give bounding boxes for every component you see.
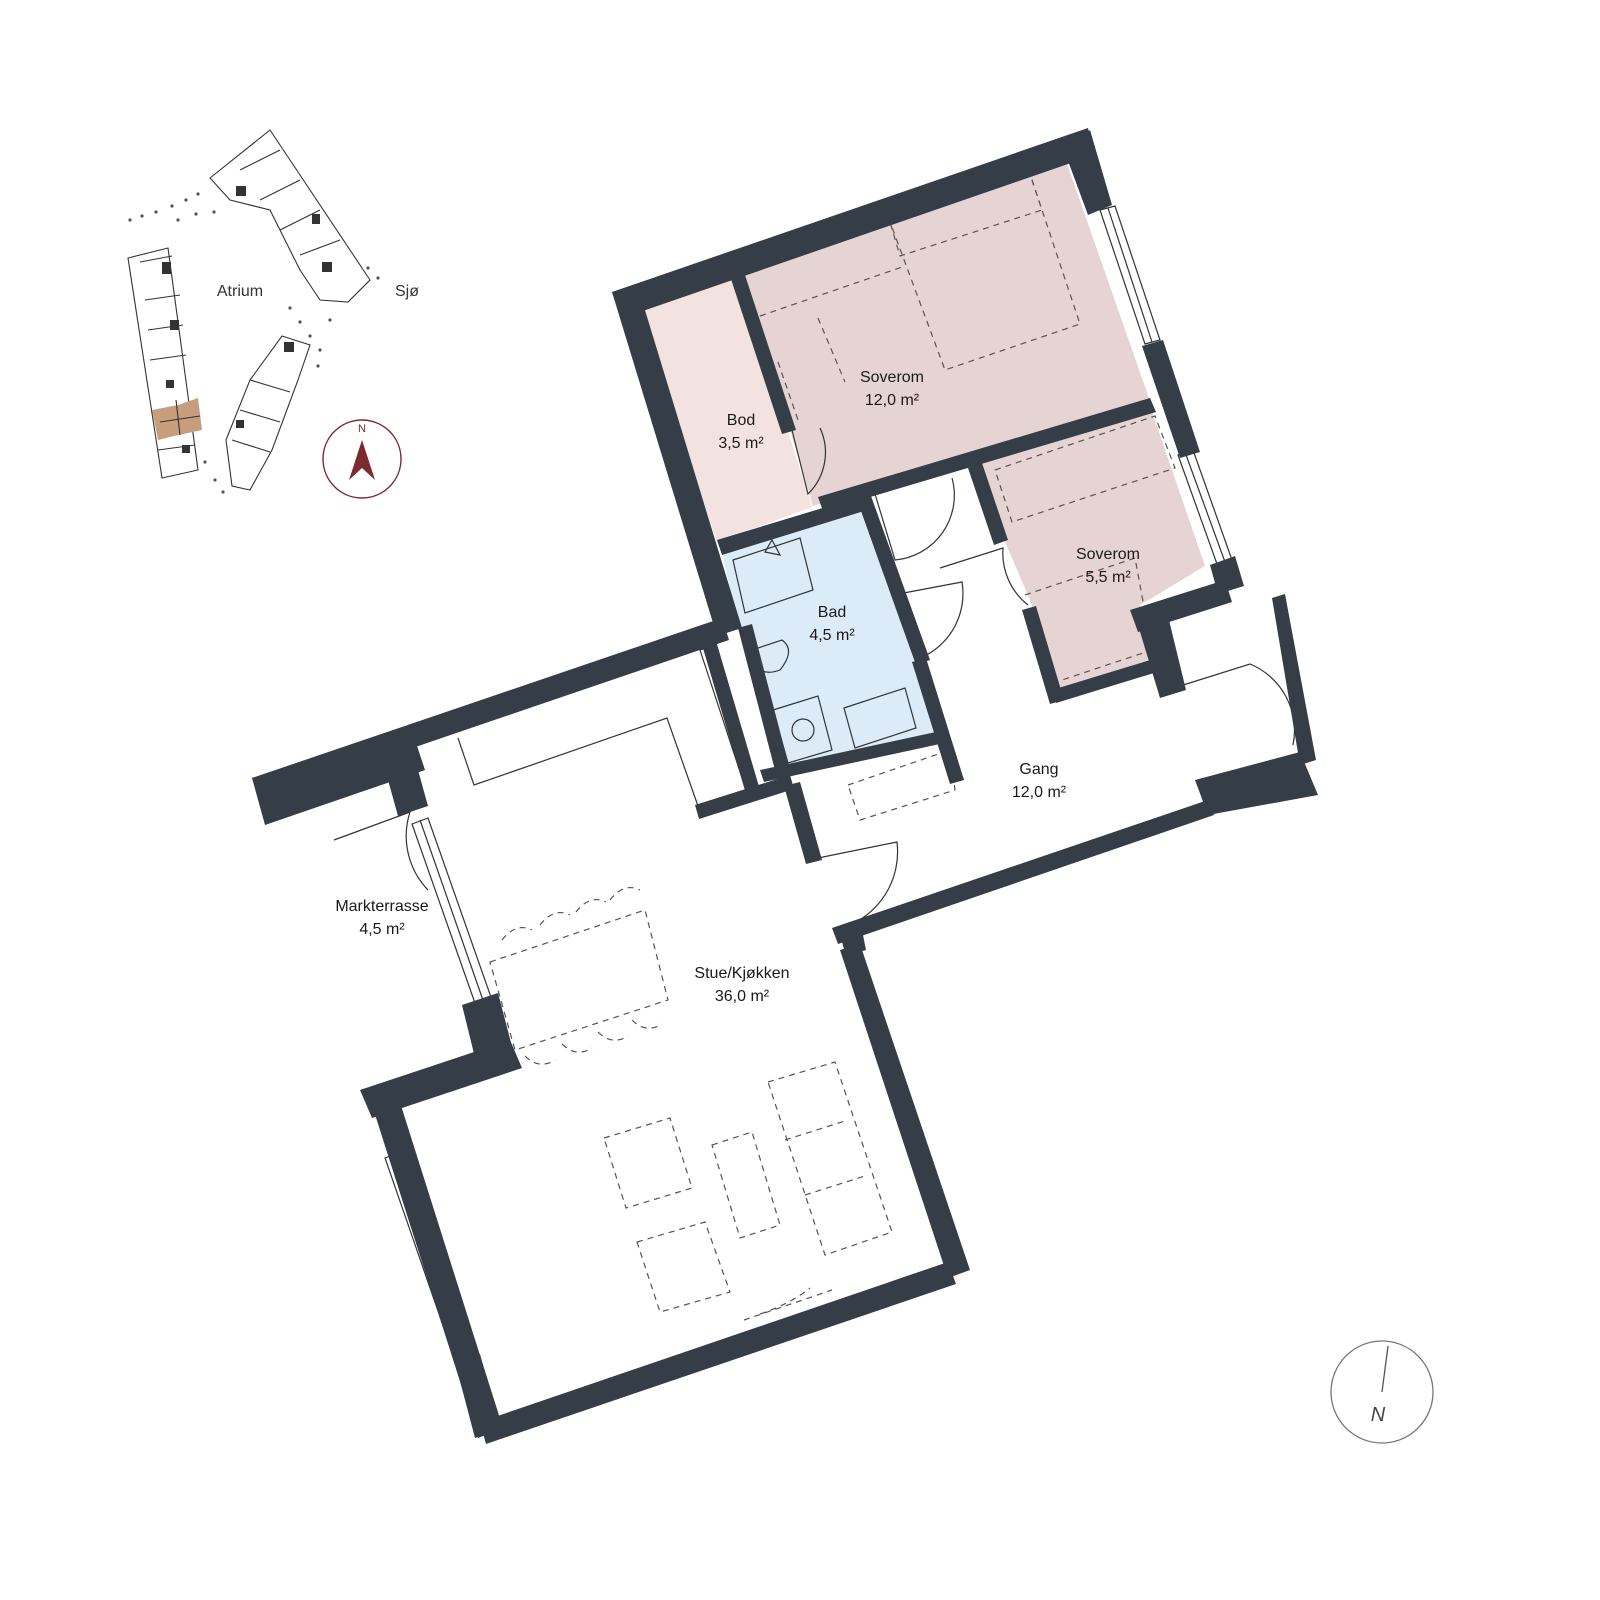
tv-unit [743, 1289, 833, 1321]
room-label-soverom-main: Soverom [860, 369, 924, 386]
wall-bath-east-lower [912, 658, 964, 784]
armchair [636, 1221, 731, 1313]
room-label-gang: Gang [1019, 761, 1058, 778]
walls [252, 128, 1318, 1444]
room-area-bod: 3,5 m² [718, 435, 764, 452]
wall-northeast [1064, 130, 1112, 215]
wall-bod-divider [728, 266, 796, 434]
wall-pier-east-mid [1138, 616, 1186, 698]
room-label-bad: Bad [818, 604, 846, 621]
key-plan-building-top [209, 129, 371, 303]
kitchen-counter [457, 717, 699, 807]
wall-east-gang [1195, 752, 1318, 815]
room-area-stue: 36,0 m² [715, 988, 770, 1005]
wall-terrasse-pier [462, 993, 515, 1070]
wall-northeast-pier [1142, 340, 1200, 458]
wall-bedroom-south [818, 398, 1156, 511]
wall-living-west [372, 1096, 503, 1438]
key-plan-compass-letter: N [358, 423, 366, 435]
sink [843, 687, 917, 749]
wall-living-west-pier [455, 1354, 500, 1438]
bathtub [732, 537, 814, 614]
room-label-bod: Bod [727, 412, 755, 429]
sofa [767, 1061, 893, 1256]
key-plan-label-atrium: Atrium [217, 283, 263, 300]
key-plan: Atrium Sjø N [127, 129, 419, 499]
wall-gang-south [832, 800, 1214, 944]
north-arrow-letter: N [1371, 1404, 1386, 1426]
room-label-markterrasse: Markterrasse [335, 898, 428, 915]
wall-small-bedroom-south [1130, 580, 1232, 632]
north-arrow-icon: N [1330, 1340, 1434, 1444]
wall-small-bedroom-west [968, 463, 1008, 545]
wall-hall-stub [784, 782, 822, 864]
room-area-gang: 12,0 m² [1012, 784, 1067, 801]
key-plan-building-left [127, 247, 199, 479]
room-area-bad: 4,5 m² [809, 627, 855, 644]
dining-chairs [501, 887, 663, 1065]
room-area-soverom-main: 12,0 m² [865, 392, 920, 409]
room-label-stue: Stue/Kjøkken [694, 965, 789, 982]
fill-bod [637, 265, 812, 542]
fill-bad-lower [740, 635, 935, 770]
wall-kitchen-divider [700, 634, 760, 794]
key-plan-label-sea: Sjø [395, 283, 419, 300]
wall-bath-west-lower [738, 624, 790, 774]
room-area-soverom-small: 5,5 m² [1085, 569, 1131, 586]
wall-terrasse-pier-top [388, 770, 428, 816]
wall-west-bod [612, 284, 742, 636]
wall-kitchen-bottom [695, 775, 794, 819]
wall-north [612, 128, 1094, 313]
room-label-soverom-small: Soverom [1076, 546, 1140, 563]
key-plan-compass-icon: N [322, 419, 402, 499]
wall-living-south [480, 1262, 956, 1444]
room-labels: Soverom 12,0 m² Bod 3,5 m² Bad 4,5 m² So… [335, 369, 1140, 1005]
dining-table [489, 909, 669, 1051]
wall-living-east [840, 944, 970, 1278]
room-area-markterrasse: 4,5 m² [359, 921, 405, 938]
wall-small-bedroom-sw [1022, 606, 1064, 704]
armchair [603, 1117, 693, 1209]
coffee-table [711, 1131, 781, 1239]
wall-east-outer [1272, 594, 1316, 765]
key-plan-dots [128, 192, 380, 494]
wall-bath-south [760, 730, 949, 782]
wall-small-bedroom-bottom [1052, 660, 1154, 703]
wall-bath-east [857, 496, 930, 665]
key-plan-building-bottom [225, 335, 311, 491]
wall-living-north-pier [252, 725, 425, 825]
fill-soverom-main [742, 155, 1150, 506]
wall-bath-north [717, 497, 864, 555]
